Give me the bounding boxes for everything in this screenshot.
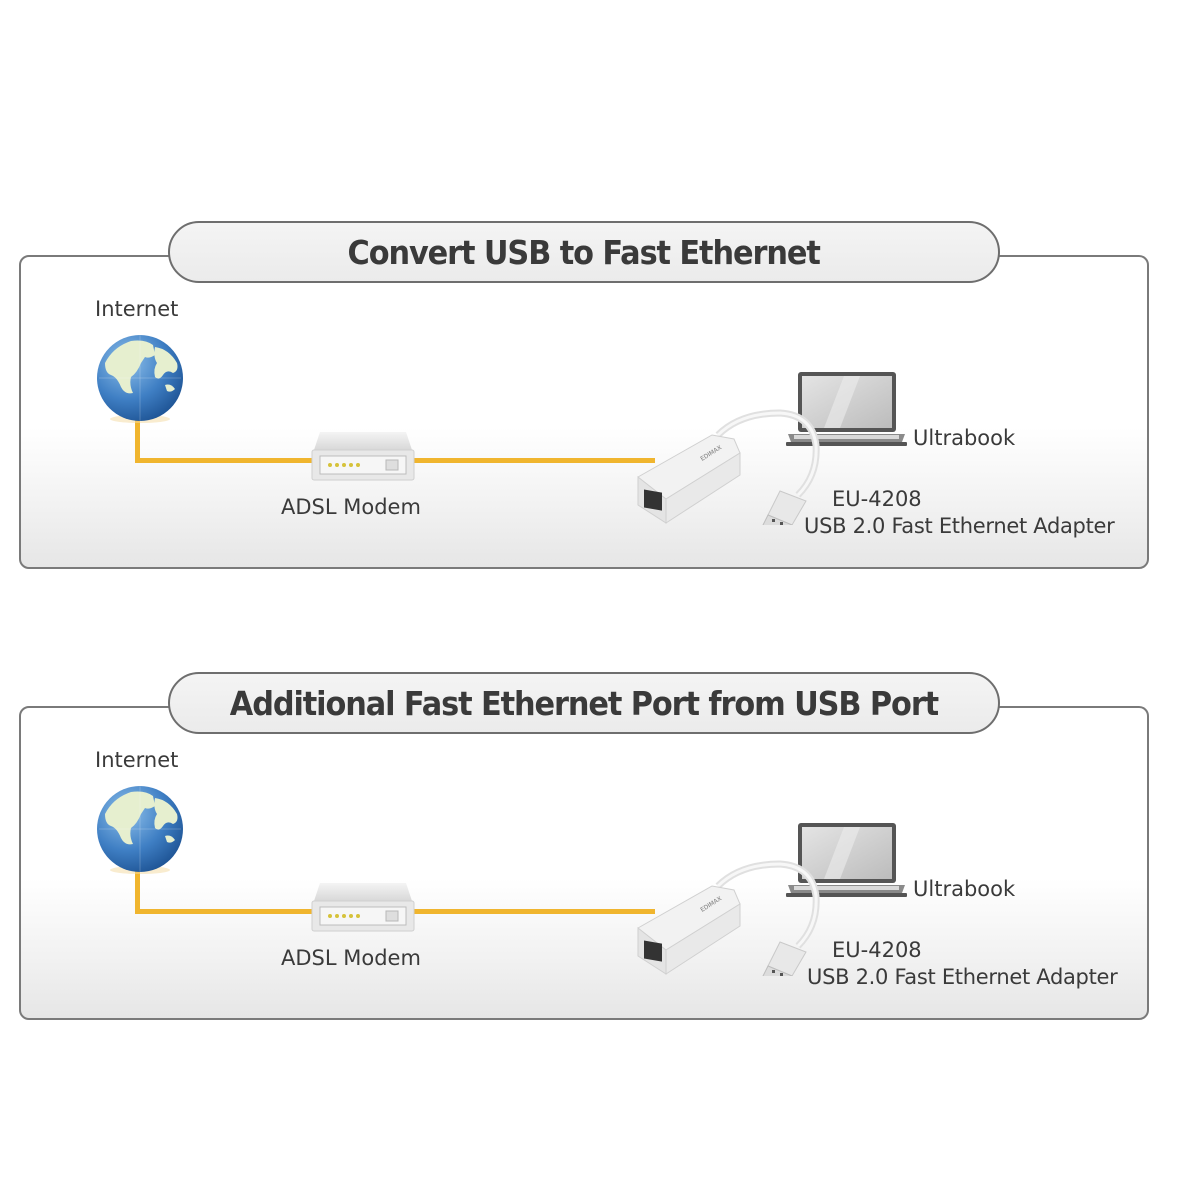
globe-icon bbox=[97, 335, 183, 423]
cable-vertical bbox=[135, 415, 140, 463]
panel-title-pill: Additional Fast Ethernet Port from USB P… bbox=[168, 672, 1000, 734]
modem-label: ADSL Modem bbox=[281, 495, 421, 519]
adapter-description-label: USB 2.0 Fast Ethernet Adapter bbox=[807, 965, 1118, 989]
modem-icon bbox=[311, 432, 415, 481]
usb-ethernet-adapter-icon: EDIMAX bbox=[637, 860, 820, 976]
panel-title-pill: Convert USB to Fast Ethernet bbox=[168, 221, 1000, 283]
laptop-icon bbox=[786, 823, 907, 897]
panel-title: Convert USB to Fast Ethernet bbox=[347, 232, 821, 272]
panel-title: Additional Fast Ethernet Port from USB P… bbox=[229, 683, 939, 723]
modem-label: ADSL Modem bbox=[281, 946, 421, 970]
laptop-label: Ultrabook bbox=[913, 877, 1016, 901]
adapter-model-label: EU-4208 bbox=[832, 938, 922, 962]
globe-icon bbox=[97, 786, 183, 874]
panel-frame bbox=[19, 255, 1149, 569]
panel-frame bbox=[19, 706, 1149, 1020]
adapter-description-label: USB 2.0 Fast Ethernet Adapter bbox=[804, 514, 1115, 538]
laptop-icon bbox=[786, 372, 907, 446]
diagram-panel-convert: Convert USB to Fast Ethernet Internet bbox=[0, 215, 1200, 575]
laptop-label: Ultrabook bbox=[913, 426, 1016, 450]
internet-label: Internet bbox=[95, 297, 179, 321]
diagram-panel-additional-port: Additional Fast Ethernet Port from USB P… bbox=[0, 666, 1200, 1026]
usb-ethernet-adapter-icon: EDIMAX bbox=[637, 409, 820, 525]
modem-icon bbox=[311, 883, 415, 932]
cable-vertical bbox=[135, 866, 140, 914]
internet-label: Internet bbox=[95, 748, 179, 772]
adapter-model-label: EU-4208 bbox=[832, 487, 922, 511]
